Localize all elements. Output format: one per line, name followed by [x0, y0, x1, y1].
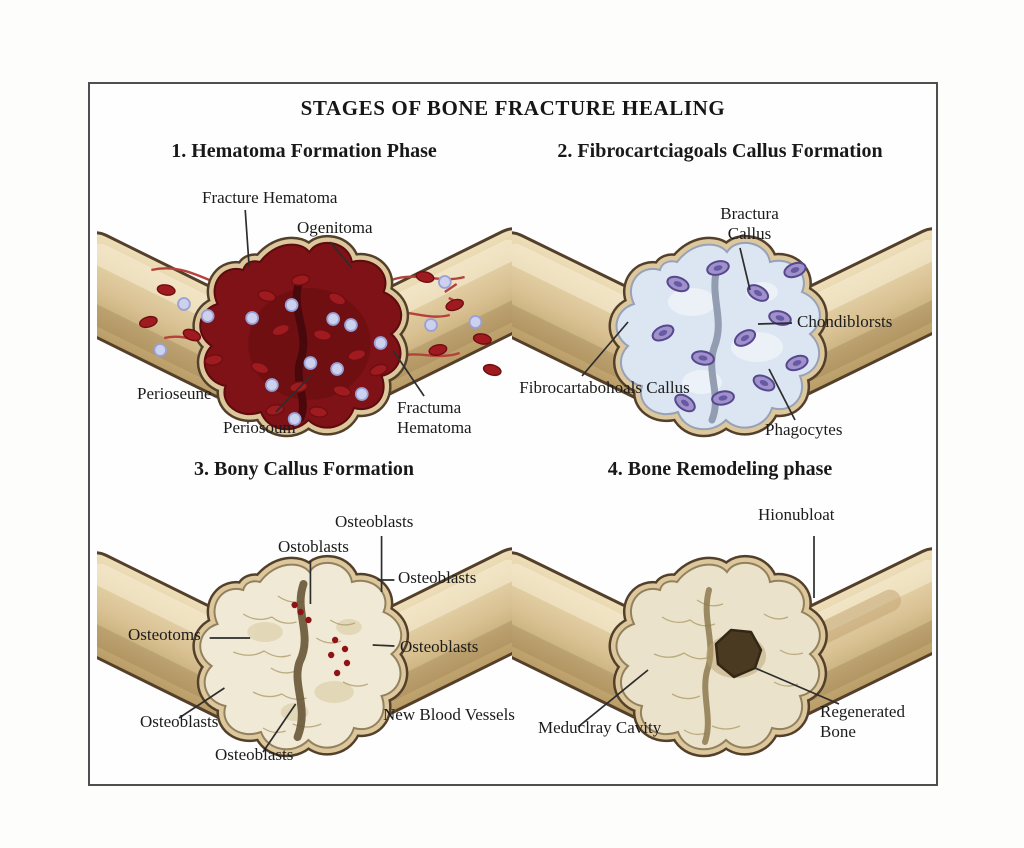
label-new-blood-vessels: New Blood Vessels [383, 705, 515, 724]
page-title: STAGES OF BONE FRACTURE HEALING [300, 96, 726, 120]
label-osteoblasts-bottom-center: Osteoblasts [215, 745, 294, 764]
leader-lines [581, 247, 796, 421]
label-osteoblasts-bottom-left: Osteoblasts [140, 712, 219, 731]
label-hionubloat: Hionubloat [758, 505, 835, 524]
label-regenerated-bone: Regenerated Bone [820, 702, 905, 742]
label-meduclray-cavity: Meduclray Cavity [538, 718, 662, 737]
panel2-heading: 2. Fibrocartciagoals Callus Formation [557, 140, 883, 162]
label-ogenitoma: Ogenitoma [297, 218, 373, 237]
leukocyte-cells-graphic [153, 275, 483, 426]
label-osteoblasts-top: Osteoblasts [335, 512, 414, 531]
trabecular-texture-graphic [653, 599, 804, 736]
label-osteoblasts-right-mid: Osteoblasts [400, 637, 479, 656]
remodeling-illustration [512, 536, 932, 767]
leader-lines [577, 536, 840, 728]
trabecular-texture-graphic [233, 595, 368, 734]
label-bractura-callus: Bractura Callus [720, 204, 779, 244]
red-blood-cells-graphic [139, 271, 502, 418]
label-chondiblorsts: Chondiblorsts [797, 312, 893, 331]
label-fractuma-hematoma: Fractuma Hematoma [397, 398, 472, 438]
label-fracture-hematoma: Fracture Hematoma [202, 188, 338, 207]
osteoblast-dots-graphic [291, 601, 351, 677]
panel4-heading: 4. Bone Remodeling phase [607, 458, 833, 480]
panel-hematoma: Fracture Hematoma Ogenitoma Perioseune P… [97, 172, 512, 447]
label-perioseune: Perioseune [137, 384, 212, 403]
hematoma-illustration [97, 209, 512, 447]
bony-callus-illustration [97, 536, 512, 767]
chondroblast-cells-graphic [651, 260, 809, 413]
medullary-cavity-hole-graphic [714, 628, 763, 679]
label-phagocytes: Phagocytes [765, 420, 843, 439]
leader-lines [244, 209, 425, 413]
panel-fibrocartilage-callus: Bractura Callus Chondiblorsts Fibrocarta… [512, 172, 932, 447]
fibrocartilage-illustration [512, 172, 932, 447]
leader-lines [178, 536, 395, 753]
label-osteotoms: Osteotoms [128, 625, 201, 644]
label-osteoblasts-right-upper: Osteoblasts [398, 568, 477, 587]
illustration-frame: STAGES OF BONE FRACTURE HEALING 1. Hemat… [88, 82, 938, 786]
label-periosoum: Periosoum [223, 418, 296, 437]
panel1-heading: 1. Hematoma Formation Phase [171, 140, 437, 162]
label-ostoblasts: Ostoblasts [278, 537, 349, 556]
panel-remodeling: Hionubloat Meduclray Cavity Regenerated … [512, 492, 932, 767]
panel3-heading: 3. Bony Callus Formation [193, 458, 415, 480]
callus-patches-graphic [247, 619, 362, 721]
label-fibrocartabohoals-callus: Fibrocartabohoals Callus [519, 378, 690, 397]
panel-bony-callus: Osteoblasts Ostoblasts Osteoblasts Osteo… [97, 492, 515, 767]
